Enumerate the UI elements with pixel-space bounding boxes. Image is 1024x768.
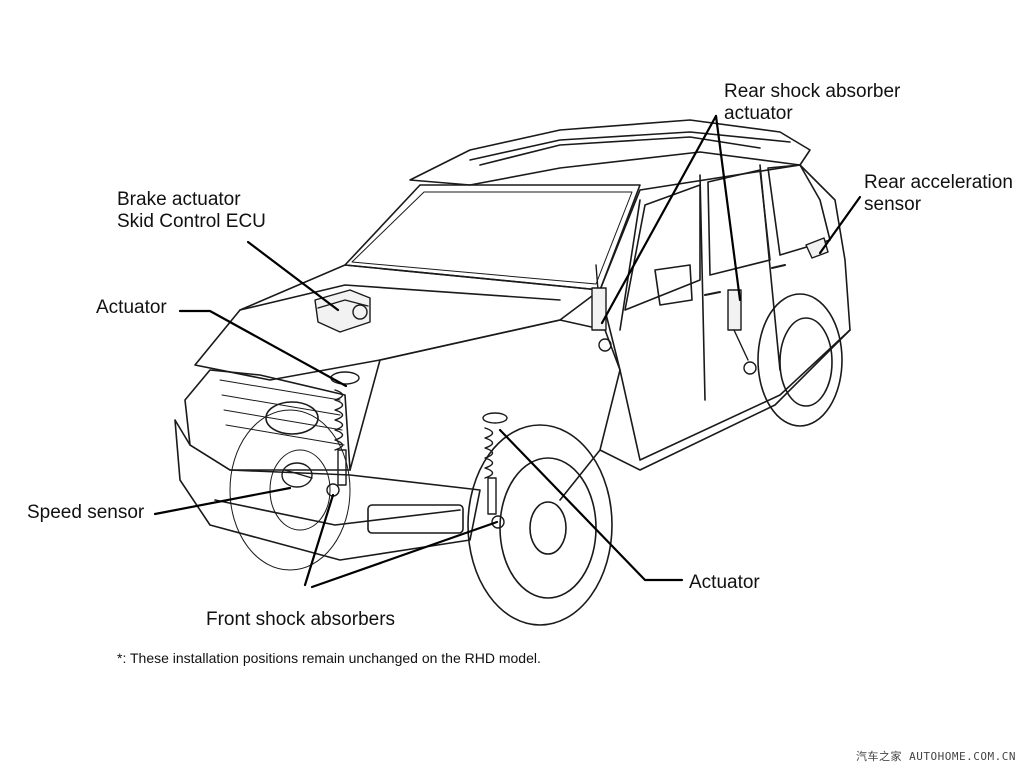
- label-rear-shock-line2: actuator: [724, 103, 793, 124]
- label-brake-actuator: Brake actuator Skid Control ECU: [117, 189, 266, 233]
- leader-lines: [153, 114, 862, 589]
- label-actuator-rear: Actuator: [689, 572, 760, 593]
- rear-left-shock-absorber: [591, 264, 612, 352]
- leader-rear-accel: [818, 195, 862, 255]
- front-left-shock-absorber: [326, 371, 360, 497]
- leader-actuator-rear: [498, 428, 684, 582]
- front-right-shock-absorber: [482, 412, 508, 529]
- brake-actuator-unit: [314, 289, 371, 333]
- label-front-shock-absorbers: Front shock absorbers: [206, 609, 396, 630]
- leader-front-shock-left: [303, 493, 335, 587]
- rear-acceleration-sensor-unit: [805, 237, 829, 259]
- watermark: 汽车之家 AUTOHOME.COM.CN: [856, 750, 1016, 763]
- label-brake-actuator-line1: Brake actuator: [117, 189, 241, 210]
- footnote: *: These installation positions remain u…: [117, 650, 541, 666]
- label-speed-sensor: Speed sensor: [27, 502, 145, 523]
- leader-speed-sensor: [153, 486, 292, 516]
- rear-right-wheel: [757, 293, 843, 427]
- label-rear-acceleration-sensor: Rear acceleration sensor: [864, 172, 1013, 216]
- leader-front-shock-right: [310, 520, 499, 589]
- label-brake-actuator-line2: Skid Control ECU: [117, 211, 266, 232]
- leader-brake-actuator: [246, 240, 340, 312]
- label-rear-shock-line1: Rear shock absorber: [724, 81, 901, 102]
- leader-rear-shock-right: [714, 114, 742, 302]
- leader-rear-shock-left: [600, 114, 718, 325]
- label-rear-accel-line1: Rear acceleration: [864, 172, 1013, 193]
- leader-actuator-front: [178, 309, 348, 388]
- vehicle-body: [174, 119, 851, 561]
- front-left-wheel: [229, 409, 351, 571]
- label-rear-accel-line2: sensor: [864, 194, 922, 215]
- rear-right-shock-absorber: [727, 289, 757, 375]
- label-rear-shock-absorber-actuator: Rear shock absorber actuator: [724, 81, 900, 125]
- speed-sensor-unit: [281, 462, 313, 488]
- label-actuator-front: Actuator: [96, 297, 167, 318]
